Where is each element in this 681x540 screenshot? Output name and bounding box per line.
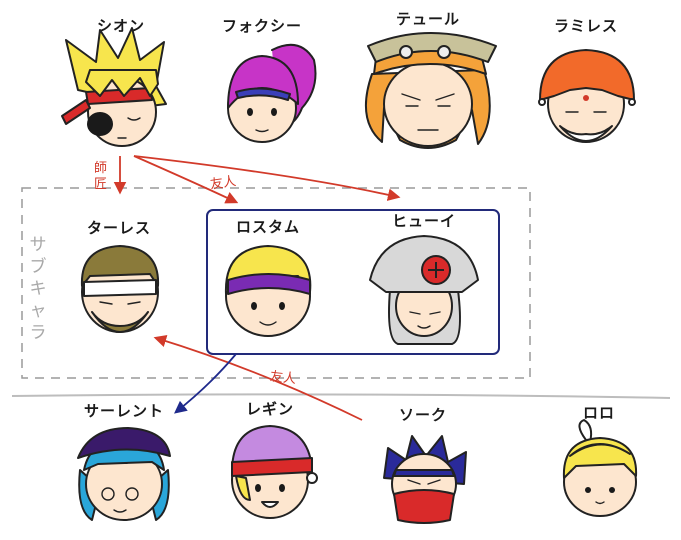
divider-line (11, 393, 671, 399)
sub-label-char-1: サ (30, 235, 47, 255)
name-shion: シオン (97, 17, 145, 35)
relation-friend-top: 友人 (209, 173, 237, 192)
sub-label-char-3: キ (30, 279, 47, 299)
name-lolo: ロロ (583, 404, 615, 422)
arrow-rostam-to-salent (174, 353, 237, 414)
arrow-shion-to-huey (133, 155, 401, 201)
group-box-rostam-huey (206, 209, 500, 355)
portrait-legin (231, 425, 318, 519)
relation-master-char-1: 師 (94, 161, 107, 176)
sub-character-label: サ ブ キ ャ ラ (30, 235, 47, 343)
portrait-salent (77, 427, 171, 521)
sub-label-char-2: ブ (30, 256, 47, 277)
name-tales: ターレス (87, 219, 151, 237)
portrait-tales (80, 245, 160, 333)
sub-label-char-5: ラ (30, 323, 47, 343)
arrow-shion-to-rostam (133, 155, 239, 204)
arrow-sork-to-tales (153, 334, 363, 421)
name-salent: サーレント (84, 402, 164, 420)
sub-character-dashed-box (21, 187, 531, 379)
portrait-foxy (227, 43, 317, 143)
portrait-shion (61, 27, 167, 147)
portrait-lolo (562, 419, 638, 517)
portrait-huey (369, 235, 479, 345)
portrait-ramiles (538, 49, 636, 143)
name-sork: ソーク (399, 406, 447, 424)
name-legin: レギン (246, 400, 294, 418)
name-rostam: ロスタム (236, 218, 300, 236)
portrait-sork (383, 435, 467, 524)
name-tule: テュール (396, 10, 460, 28)
sub-label-char-4: ャ (30, 301, 47, 321)
name-foxy: フォクシー (222, 17, 302, 35)
portrait-tule (365, 32, 497, 149)
relation-friend-bottom: 友人 (269, 368, 297, 387)
name-ramiles: ラミレス (554, 17, 618, 35)
name-huey: ヒューイ (392, 212, 456, 230)
relation-master-char-2: 匠 (94, 177, 107, 192)
portrait-rostam (224, 245, 312, 337)
